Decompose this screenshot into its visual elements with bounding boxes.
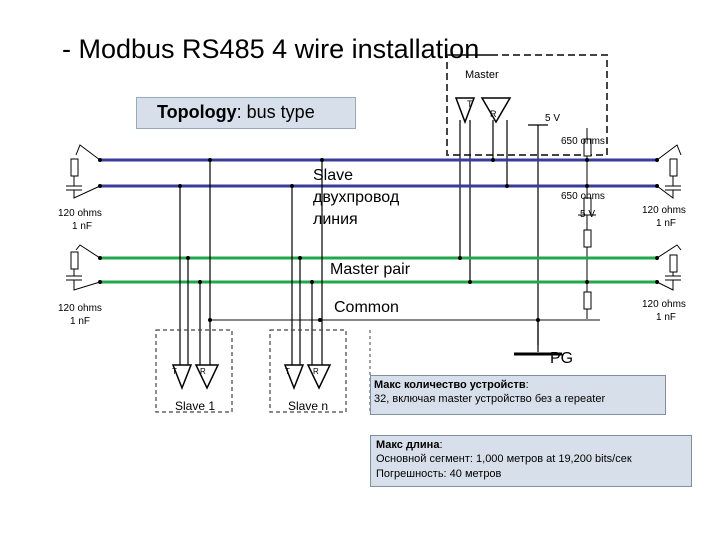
topology-label: Topology <box>157 102 237 122</box>
slave-pair-label-3: линия <box>313 211 358 228</box>
left-term-1-ohms: 120 ohms <box>58 208 102 219</box>
slave1-receiver-icon <box>194 364 220 390</box>
master-receiver-icon <box>480 97 512 124</box>
right-term-1-cap: 1 nF <box>656 218 677 229</box>
pg-label: PG <box>550 350 574 367</box>
slave1-r-label: R <box>200 367 206 376</box>
slaven-transmitter-icon <box>283 364 305 391</box>
bias-resistor-low <box>583 229 592 248</box>
left-termination-1 <box>66 144 101 199</box>
slaven-r-label: R <box>313 367 319 376</box>
master-t-label: T <box>467 99 473 109</box>
common-label: Common <box>334 299 399 316</box>
max-length-line2: Погрешность: 40 метров <box>376 467 502 480</box>
junction-dots <box>98 158 659 322</box>
slaven-label: Slave n <box>288 399 329 413</box>
right-termination-1 <box>656 144 682 199</box>
voltage-top-label: 5 V <box>545 113 561 124</box>
right-term-1-ohms: 120 ohms <box>642 205 686 216</box>
master-r-label: R <box>490 109 497 119</box>
max-devices-text: 32, включая master устройство без a repe… <box>374 393 606 406</box>
max-devices-title: Макс количество устройств <box>374 379 526 391</box>
left-term-2-ohms: 120 ohms <box>58 303 102 314</box>
slaven-receiver-icon <box>306 364 332 390</box>
max-length-line1: Основной сегмент: 1,000 метров at 19,200… <box>376 453 632 466</box>
slave1-transmitter-icon <box>171 364 193 391</box>
master-label: Master <box>465 69 499 81</box>
slave1-label: Slave 1 <box>175 399 216 413</box>
bias-resistor-common <box>583 291 592 310</box>
topology-value: : bus type <box>236 102 315 122</box>
ohms-650-mid-label: 650 ohms <box>561 191 605 202</box>
master-enclosure <box>446 54 608 156</box>
max-devices-title-suffix: : <box>525 379 529 391</box>
slave-pair-label-1: Slave <box>313 167 354 184</box>
right-termination-2 <box>656 244 682 291</box>
ohms-650-top-label: 650 ohms <box>561 136 605 147</box>
master-pair-label: Master pair <box>330 261 411 278</box>
voltage-mid-label: 5 V <box>580 209 596 220</box>
left-term-2-cap: 1 nF <box>70 316 91 327</box>
max-length-title: Макс длина <box>376 439 440 451</box>
right-term-2-cap: 1 nF <box>656 312 677 323</box>
topology-box: Topology: bus type <box>136 97 356 129</box>
page-title: - Modbus RS485 4 wire installation <box>62 34 480 64</box>
left-term-1-cap: 1 nF <box>72 221 93 232</box>
left-termination-2 <box>66 244 101 291</box>
slave-pair-label-2: двухпровод <box>313 189 400 206</box>
slave1-enclosure <box>155 329 233 413</box>
master-transmitter-icon <box>454 97 476 125</box>
max-devices-box: Макс количество устройств: 32, включая m… <box>370 375 666 415</box>
max-length-box: Макс длина: Основной сегмент: 1,000 метр… <box>370 435 692 487</box>
slave1-t-label: T <box>172 367 177 376</box>
slaven-enclosure <box>269 329 347 413</box>
slaven-t-label: T <box>285 367 290 376</box>
right-term-2-ohms: 120 ohms <box>642 299 686 310</box>
max-length-title-suffix: : <box>439 439 443 451</box>
